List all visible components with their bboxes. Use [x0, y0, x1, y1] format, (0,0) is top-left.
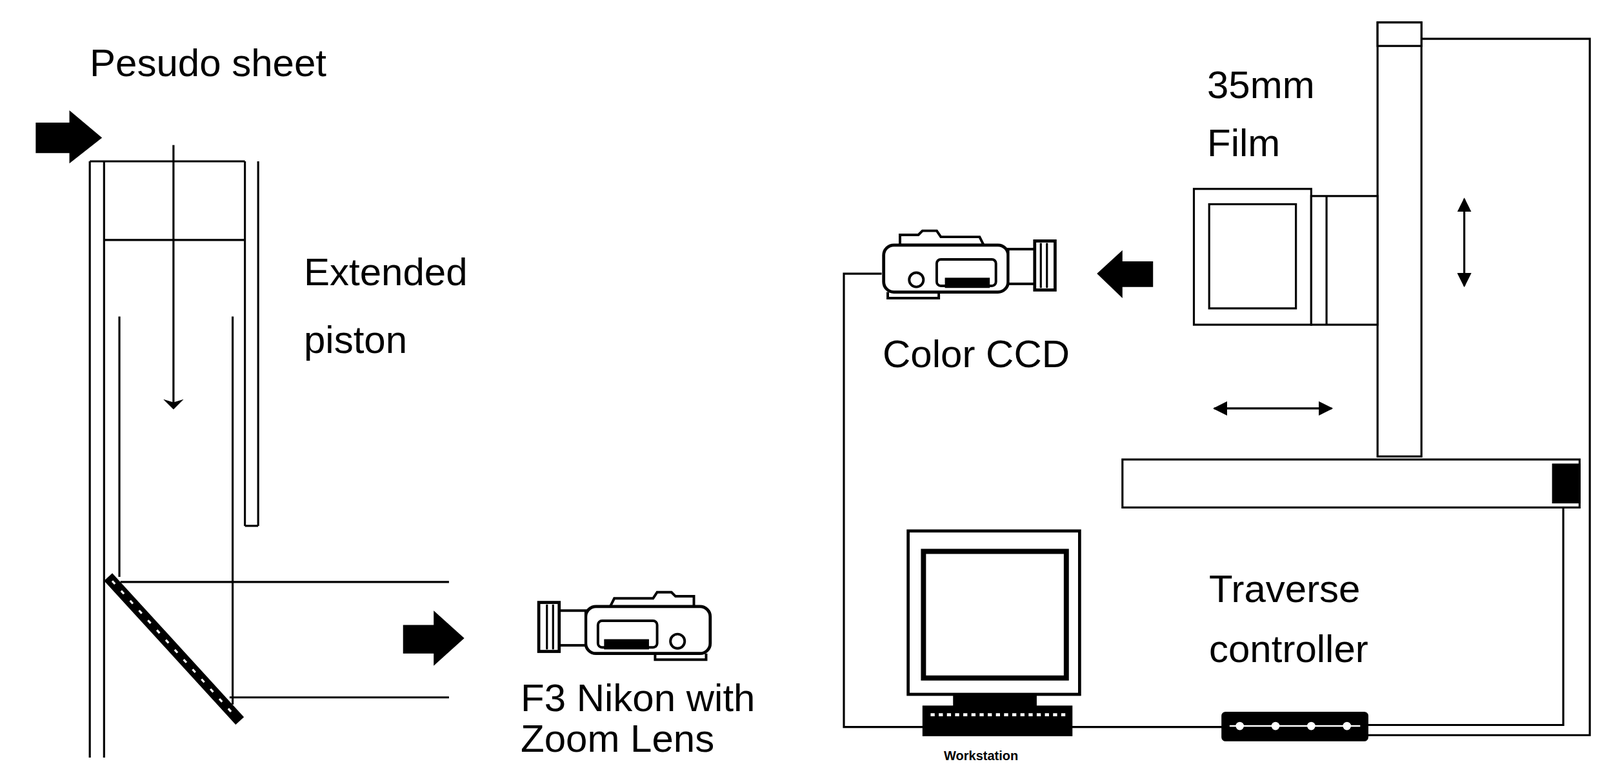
color-ccd-camera — [883, 230, 1056, 299]
tube-wall — [257, 161, 260, 526]
tube-wall — [243, 161, 246, 526]
tube-wall — [103, 161, 106, 758]
controller-label: Traverse controller — [1209, 558, 1380, 679]
horizontal-motion-arrow — [1214, 407, 1332, 410]
tube-wall — [89, 161, 91, 758]
column-cap — [1377, 22, 1422, 46]
controller-box — [1222, 712, 1368, 740]
film-label: 35mm Film — [1207, 56, 1327, 173]
controller-panel — [1229, 725, 1360, 727]
nikon-camera — [538, 592, 711, 660]
sheet-label: Pesudo sheet — [89, 40, 327, 86]
controller-knob — [1342, 721, 1351, 731]
signal-wire — [1071, 725, 1223, 728]
workstation-label: Workstation — [943, 748, 1019, 764]
keyboard-keys — [930, 712, 1066, 717]
monitor-screen — [923, 550, 1066, 678]
monitor — [908, 530, 1080, 695]
vertical-motion-arrow — [1463, 199, 1466, 286]
monitor-stand — [954, 694, 1037, 707]
mirror-hatching — [112, 580, 236, 717]
controller-knob — [1235, 721, 1244, 731]
film-holder — [1194, 189, 1312, 325]
keyboard — [923, 706, 1071, 735]
channel-wall — [229, 696, 450, 699]
motor-block — [1552, 464, 1580, 503]
piston-wall — [231, 316, 234, 705]
control-wire — [1367, 507, 1564, 725]
film-frame — [1209, 203, 1296, 308]
mirror — [108, 576, 240, 721]
pseudo-sheet-apparatus — [35, 110, 464, 758]
piston-wall — [118, 316, 120, 577]
channel-wall — [120, 580, 450, 583]
piston-label: Extended piston — [303, 238, 491, 374]
control-wire — [1367, 38, 1590, 735]
traverse-column — [1377, 22, 1422, 457]
traverse-base — [1122, 459, 1580, 508]
film-scanner — [843, 22, 1590, 740]
controller-knob — [1271, 721, 1280, 731]
light-arrow — [403, 610, 465, 666]
ccd-label: Color CCD — [882, 331, 1070, 377]
camera-label: F3 Nikon with Zoom Lens — [520, 677, 805, 759]
controller-knob — [1307, 721, 1316, 731]
flow-direction-arrow — [172, 145, 175, 409]
light-arrow — [1096, 250, 1153, 299]
tube-wall — [245, 524, 259, 527]
flow-arrow — [35, 110, 102, 164]
holder-arm — [1325, 196, 1328, 325]
tube-top — [89, 160, 245, 162]
holder-arm — [1310, 196, 1378, 325]
